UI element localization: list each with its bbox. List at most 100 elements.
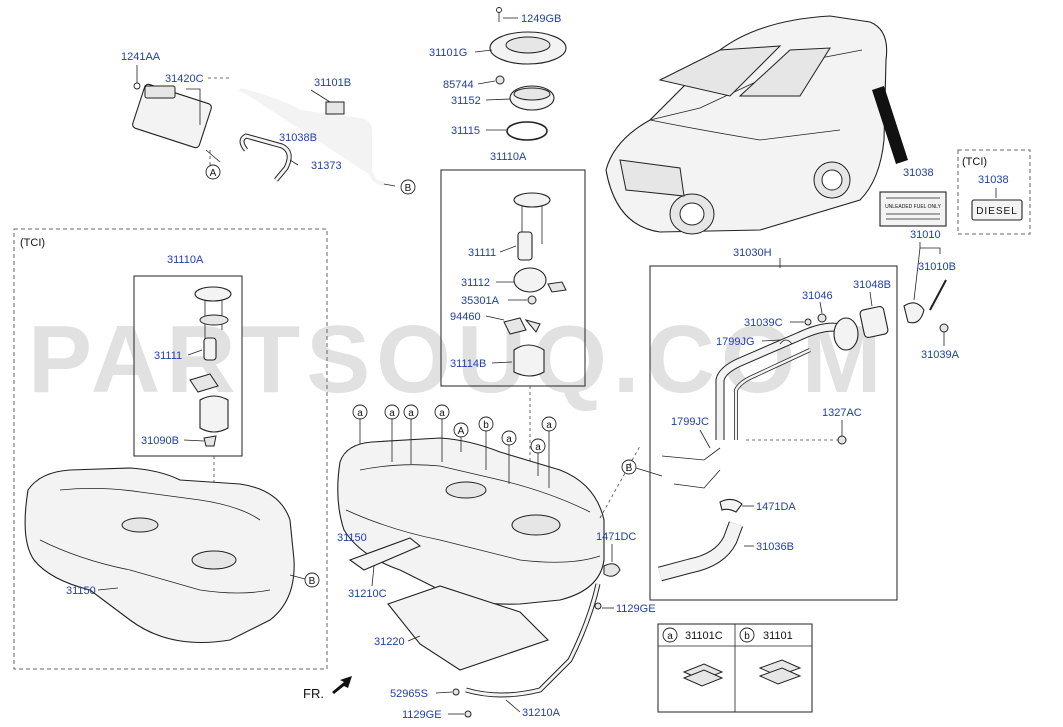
- svg-text:a: a: [439, 408, 445, 419]
- svg-text:B: B: [626, 463, 633, 474]
- label-31112[interactable]: 31112: [461, 277, 490, 289]
- label-31152[interactable]: 31152: [451, 95, 481, 107]
- label-31150-left[interactable]: 31150: [66, 585, 96, 597]
- marker-A-top: [205, 164, 221, 180]
- fuel-door-part[interactable]: [903, 302, 925, 324]
- label-52965S[interactable]: 52965S: [390, 688, 428, 700]
- screw-31039A-part[interactable]: [939, 323, 949, 333]
- label-31114B[interactable]: 31114B: [450, 358, 486, 370]
- protector-31210C-part[interactable]: [348, 537, 422, 571]
- clamp-1471DA-part[interactable]: [719, 498, 743, 513]
- svg-text:B: B: [405, 183, 412, 194]
- svg-text:a: a: [535, 442, 541, 453]
- reservoir-left-part[interactable]: [199, 395, 229, 433]
- svg-text:A: A: [210, 168, 217, 179]
- clamp-1471DC-part[interactable]: [603, 563, 621, 577]
- label-31420C[interactable]: 31420C: [165, 73, 204, 85]
- pump-flange-left-part[interactable]: [194, 286, 232, 302]
- label-31110A-top[interactable]: 31110A: [490, 151, 527, 163]
- pump-motor-part[interactable]: [517, 231, 533, 261]
- label-85744[interactable]: 85744: [443, 79, 474, 91]
- filler-cap-part[interactable]: [833, 317, 859, 351]
- nut-85744-part[interactable]: [495, 75, 505, 85]
- filler-neck: [658, 306, 889, 582]
- fuel-door-cable-part[interactable]: [929, 279, 947, 311]
- bolt-1327AC-part[interactable]: [837, 435, 847, 445]
- label-1129GE-right[interactable]: 1129GE: [616, 603, 656, 615]
- heat-shield-31220-part[interactable]: [387, 585, 550, 671]
- label-31039C[interactable]: 31039C: [744, 317, 783, 329]
- label-35301A[interactable]: 35301A: [461, 295, 500, 307]
- label-31090B[interactable]: 31090B: [141, 435, 179, 447]
- label-1799JG[interactable]: 1799JG: [716, 336, 755, 348]
- connector-hose-part[interactable]: [240, 134, 291, 181]
- label-31038-tci[interactable]: 31038: [978, 174, 1009, 186]
- svg-text:a: a: [357, 408, 363, 419]
- pump-filter-part[interactable]: [513, 267, 547, 293]
- diesel-badge-text: DIESEL: [976, 206, 1018, 217]
- fuel-tank-left-part[interactable]: [24, 467, 295, 644]
- front-arrow-icon: [332, 676, 352, 694]
- label-31101G[interactable]: 31101G: [429, 47, 467, 59]
- pump-module-box: [440, 169, 586, 387]
- svg-text:B: B: [309, 576, 316, 587]
- reservoir-part[interactable]: [513, 344, 545, 377]
- label-1129GE-bot[interactable]: 1129GE: [402, 709, 442, 721]
- label-31030H[interactable]: 31030H: [733, 247, 772, 259]
- clip-part[interactable]: [325, 101, 345, 115]
- label-31048B[interactable]: 31048B: [853, 279, 891, 291]
- label-94460[interactable]: 94460: [450, 311, 481, 323]
- fuel-tank-main-part[interactable]: [337, 437, 605, 605]
- label-1471DC[interactable]: 1471DC: [596, 531, 636, 543]
- legend-marker-b: b: [744, 631, 750, 642]
- label-31010B[interactable]: 31010B: [918, 261, 956, 273]
- canister-group: [132, 65, 396, 187]
- label-31010[interactable]: 31010: [910, 229, 941, 241]
- label-1799JC[interactable]: 1799JC: [671, 416, 709, 428]
- label-1249GB[interactable]: 1249GB: [521, 13, 561, 25]
- label-31150-mid[interactable]: 31150: [337, 532, 367, 544]
- label-31373[interactable]: 31373: [311, 160, 342, 172]
- label-1327AC[interactable]: 1327AC: [822, 407, 862, 419]
- pump-cover-stack: [489, 7, 567, 141]
- label-31101B[interactable]: 31101B: [314, 77, 351, 89]
- filler-hose-31036B-part[interactable]: [658, 521, 743, 581]
- label-31036B[interactable]: 31036B: [756, 541, 794, 553]
- legend: a 31101C b 31101: [657, 623, 813, 713]
- diesel-badge[interactable]: [971, 199, 1023, 221]
- label-31110A-left[interactable]: 31110A: [167, 254, 204, 266]
- label-31115[interactable]: 31115: [451, 125, 480, 137]
- legend-marker-a: a: [667, 631, 673, 642]
- gasket-31048B-part[interactable]: [859, 306, 889, 338]
- label-31111-left[interactable]: 31111: [154, 350, 182, 362]
- label-1241AA[interactable]: 1241AA: [121, 51, 161, 63]
- canister-top-part: [144, 85, 176, 99]
- marker-B-right: [621, 459, 637, 475]
- tci-right-label: (TCI): [962, 156, 987, 168]
- tci-left-box: [13, 228, 328, 670]
- cap-31046-part[interactable]: [817, 313, 827, 323]
- legend-part-a[interactable]: 31101C: [685, 630, 723, 642]
- o-ring-part[interactable]: [506, 121, 548, 141]
- pump-flange-part[interactable]: [513, 192, 551, 208]
- canister-part[interactable]: [132, 83, 213, 149]
- filler-neck-box: [649, 265, 898, 601]
- label-31220[interactable]: 31220: [374, 636, 405, 648]
- label-31046[interactable]: 31046: [802, 290, 833, 302]
- tci-right-box: [957, 149, 1031, 235]
- marker-B-left: [304, 572, 320, 588]
- label-1471DA[interactable]: 1471DA: [756, 501, 796, 513]
- label-31210C[interactable]: 31210C: [348, 588, 387, 600]
- pump-motor-left-part[interactable]: [203, 337, 217, 361]
- label-31210A[interactable]: 31210A: [522, 707, 561, 719]
- label-31038-car[interactable]: 31038: [903, 167, 934, 179]
- marker-B-top: [400, 179, 416, 195]
- label-31038B[interactable]: 31038B: [279, 132, 317, 144]
- label-31111-mid[interactable]: 31111: [468, 247, 496, 259]
- label-31039A[interactable]: 31039A: [921, 349, 960, 361]
- tci-left-label: (TCI): [20, 237, 45, 249]
- filler-pipe-part[interactable]: [716, 323, 848, 440]
- strap-31210A-part[interactable]: [465, 583, 600, 697]
- legend-part-b[interactable]: 31101: [763, 630, 793, 642]
